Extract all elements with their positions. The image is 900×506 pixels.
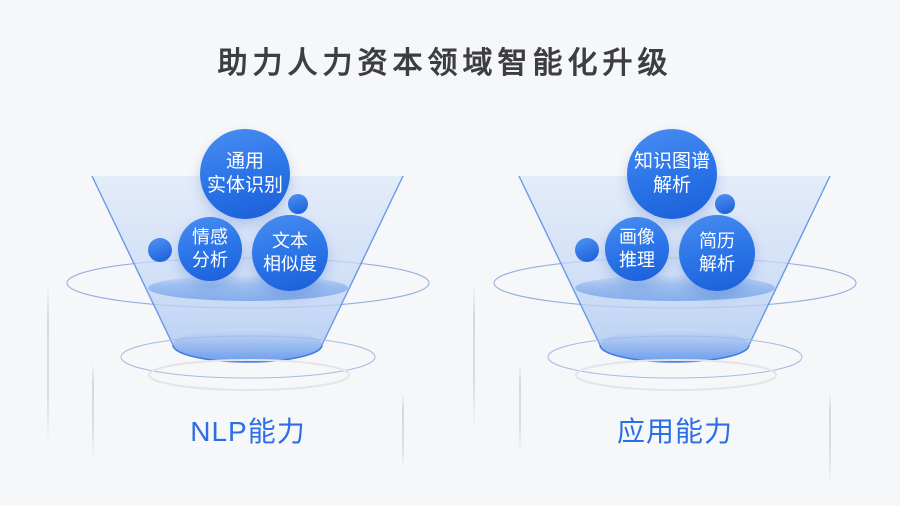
decor-bubble-dot	[288, 194, 308, 214]
bubble-label-line: 分析	[192, 250, 228, 270]
funnel-edges	[518, 175, 831, 346]
decor-line	[402, 393, 404, 469]
application-capability-funnel: 知识图谱 解析 画像 推理 简历 解析 应用能力	[455, 118, 895, 458]
funnel-body	[519, 176, 830, 362]
decor-bubble-dot	[148, 238, 172, 262]
decor-line	[473, 284, 475, 430]
bubble-label-line: 解析	[652, 175, 691, 196]
funnel-graphic	[66, 175, 430, 391]
funnel-graphic	[493, 175, 857, 391]
funnel-edges	[91, 175, 404, 346]
bubble-knowledge-graph-parsing: 知识图谱 解析	[627, 129, 717, 219]
bubble-label-line: 简历	[699, 230, 735, 251]
funnel-body	[92, 176, 403, 362]
decor-line	[47, 283, 49, 447]
decor-bubble-dot	[715, 194, 735, 214]
orbit-ring-small	[547, 335, 803, 379]
bubble-label-line: 通用	[225, 150, 264, 172]
funnel-bottom-rim	[172, 344, 323, 363]
decor-line	[92, 363, 94, 457]
bubble-label-line: 实体识别	[206, 175, 283, 196]
decor-line	[519, 363, 521, 455]
bubble-resume-parsing: 简历 解析	[679, 215, 755, 291]
nlp-capability-funnel: 通用 实体识别 情感 分析 文本 相似度 NLP能力	[28, 118, 468, 458]
bubble-label-line: 推理	[619, 250, 655, 270]
orbit-ring-small	[120, 335, 376, 379]
bubble-label-line: 情感	[192, 226, 228, 247]
bubble-label-line: 画像	[619, 226, 655, 247]
bubble-label-line: 文本	[272, 230, 308, 251]
bubble-label-line: 解析	[699, 254, 735, 274]
decor-bubble-dot	[575, 238, 599, 262]
bubble-profile-reasoning: 画像 推理	[605, 217, 669, 281]
bubble-general-entity-recognition: 通用 实体识别	[200, 129, 290, 219]
funnel-liquid-surface	[575, 275, 775, 301]
decor-line	[829, 392, 831, 482]
bubble-label-line: 知识图谱	[633, 150, 710, 172]
funnel-label-application: 应用能力	[616, 416, 733, 447]
funnel-label-nlp: NLP能力	[190, 416, 306, 447]
bubble-text-similarity: 文本 相似度	[252, 215, 328, 291]
bubble-sentiment-analysis: 情感 分析	[178, 217, 242, 281]
funnel-liquid-surface	[148, 275, 348, 301]
funnel-bottom-rim	[599, 344, 750, 363]
orbit-ring-faint	[148, 359, 350, 391]
page-title: 助力人力资本领域智能化升级	[217, 47, 673, 80]
bubble-label-line: 相似度	[263, 254, 317, 274]
orbit-ring-faint	[575, 359, 777, 391]
